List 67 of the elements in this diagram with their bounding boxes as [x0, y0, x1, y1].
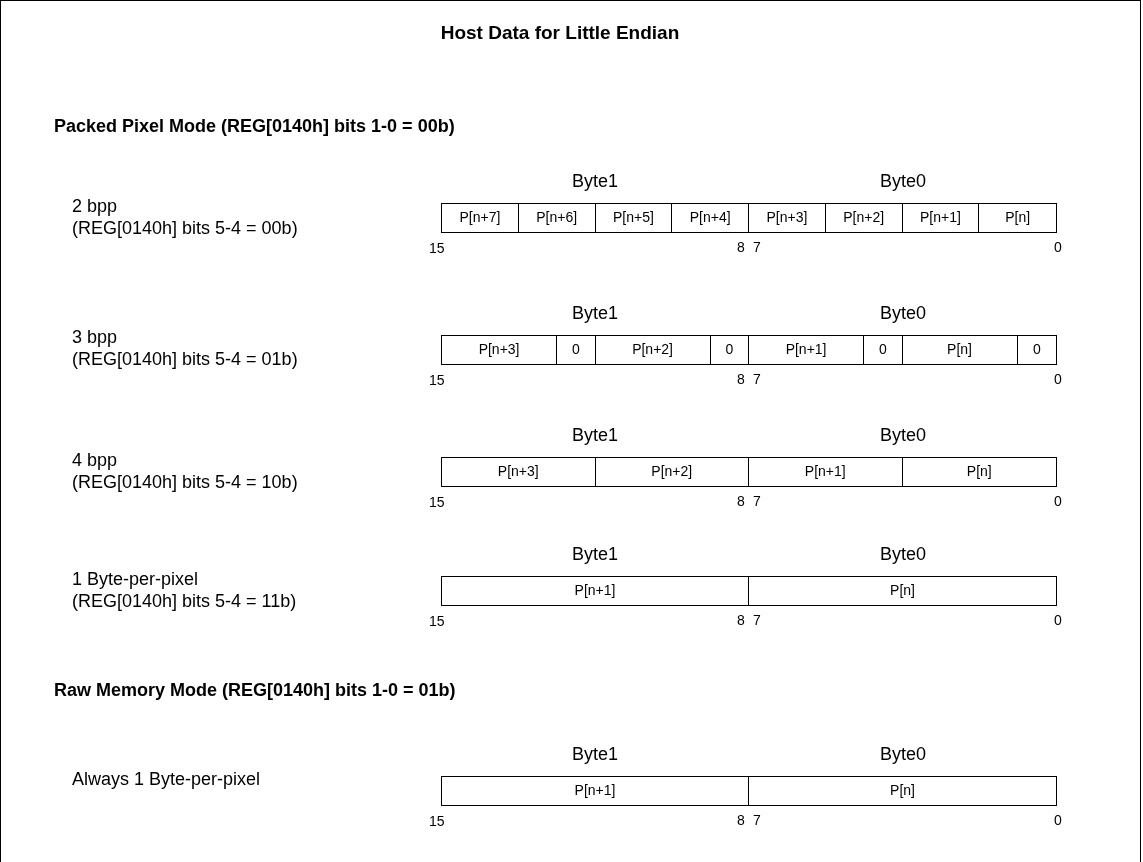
mode-description: 3 bpp (REG[0140h] bits 5-4 = 01b)	[72, 326, 298, 370]
mode-description: Always 1 Byte-per-pixel	[72, 768, 261, 790]
pixel-field: P[n]	[749, 777, 1056, 805]
pixel-field: P[n+6]	[518, 204, 596, 232]
byte-label: Byte0	[879, 425, 927, 446]
pixel-field: 0	[557, 336, 596, 364]
bit-number: 7	[753, 371, 761, 387]
byte-label: Byte1	[571, 544, 619, 565]
bit-number: 15	[429, 613, 445, 629]
pixel-field: P[n+2]	[595, 336, 711, 364]
pixel-field: P[n]	[749, 577, 1056, 605]
pixel-field: P[n]	[979, 204, 1056, 232]
pixel-field: 0	[864, 336, 903, 364]
byte-label: Byte1	[571, 171, 619, 192]
register-bar	[441, 457, 1057, 487]
pixel-field: P[n+3]	[442, 336, 558, 364]
bit-number: 0	[1054, 239, 1062, 255]
byte-label: Byte1	[571, 744, 619, 765]
pixel-field: P[n+1]	[749, 458, 903, 486]
bit-number: 0	[1054, 812, 1062, 828]
pixel-field: P[n+4]	[672, 204, 749, 232]
mode-description: 2 bpp (REG[0140h] bits 5-4 = 00b)	[72, 195, 298, 239]
byte-label: Byte0	[879, 171, 927, 192]
section-heading: Packed Pixel Mode (REG[0140h] bits 1-0 = 00b)	[54, 116, 455, 137]
pixel-field: P[n+7]	[442, 204, 519, 232]
bit-number: 8	[737, 239, 745, 255]
bit-number: 15	[429, 813, 445, 829]
register-bar	[441, 776, 1057, 806]
byte-label: Byte0	[879, 303, 927, 324]
byte-label: Byte0	[879, 744, 927, 765]
pixel-field: P[n+1]	[902, 204, 980, 232]
bit-number: 7	[753, 493, 761, 509]
pixel-field: P[n+1]	[749, 336, 865, 364]
bit-number: 7	[753, 812, 761, 828]
register-bar	[441, 335, 1057, 365]
bit-number: 7	[753, 239, 761, 255]
bit-number: 0	[1054, 371, 1062, 387]
pixel-field: P[n+1]	[442, 777, 749, 805]
byte-label: Byte1	[571, 425, 619, 446]
pixel-field: 0	[1017, 336, 1056, 364]
bit-number: 0	[1054, 493, 1062, 509]
pixel-field: P[n+2]	[595, 458, 749, 486]
diagram-title: Host Data for Little Endian	[439, 22, 681, 44]
bit-number: 8	[737, 493, 745, 509]
bit-number: 8	[737, 612, 745, 628]
mode-description: 1 Byte-per-pixel (REG[0140h] bits 5-4 = 11b)	[72, 568, 297, 612]
bit-number: 0	[1054, 612, 1062, 628]
byte-label: Byte0	[879, 544, 927, 565]
pixel-field: P[n+2]	[825, 204, 903, 232]
section-heading: Raw Memory Mode (REG[0140h] bits 1-0 = 01b)	[54, 680, 456, 701]
pixel-field: P[n+3]	[749, 204, 826, 232]
pixel-field: P[n+5]	[595, 204, 673, 232]
bit-number: 8	[737, 371, 745, 387]
pixel-field: P[n]	[902, 458, 1056, 486]
pixel-field: P[n+1]	[442, 577, 749, 605]
pixel-field: P[n+3]	[442, 458, 596, 486]
register-bar	[441, 576, 1057, 606]
register-bar	[441, 203, 1057, 233]
bit-number: 7	[753, 612, 761, 628]
bit-number: 15	[429, 240, 445, 256]
mode-description: 4 bpp (REG[0140h] bits 5-4 = 10b)	[72, 449, 298, 493]
bit-number: 15	[429, 372, 445, 388]
pixel-field: P[n]	[902, 336, 1018, 364]
byte-label: Byte1	[571, 303, 619, 324]
pixel-field: 0	[710, 336, 749, 364]
bit-number: 8	[737, 812, 745, 828]
bit-number: 15	[429, 494, 445, 510]
